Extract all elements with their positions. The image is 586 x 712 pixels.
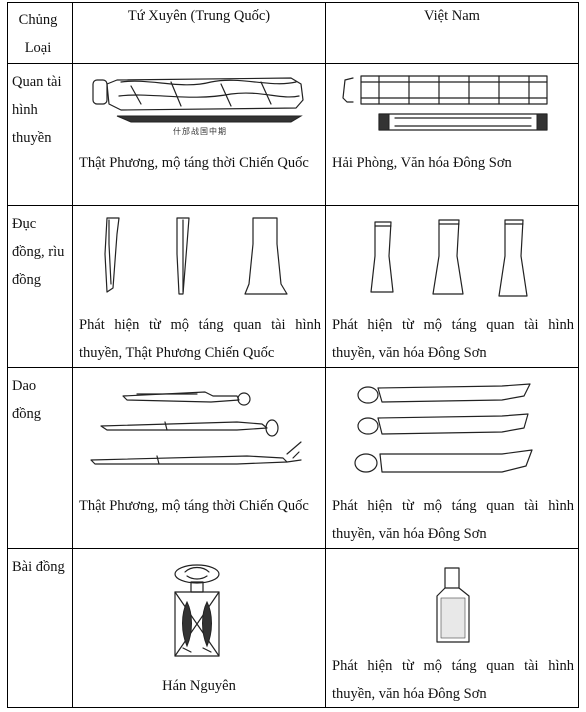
- row2-vietnam-caption: Phát hiện từ mộ táng quan tài hình thuyề…: [332, 317, 574, 361]
- vietnam-plaque-drawing: [436, 567, 470, 643]
- header-type-label: Chủng Loại: [18, 12, 58, 56]
- china-chisel-axe-drawing: [104, 217, 288, 295]
- header-vietnam-label: Việt Nam: [424, 8, 480, 24]
- row4-type-label: Bài đồng: [12, 559, 65, 575]
- row4-vietnam-cell: [325, 548, 579, 708]
- vietnam-knife-drawing: [354, 383, 533, 473]
- row3-vietnam-caption: Phát hiện từ mộ táng quan tài hình thuyề…: [332, 498, 574, 542]
- comparison-table: Chủng Loại Tứ Xuyên (Trung Quốc) Việt Na…: [7, 2, 579, 708]
- row3-china-caption: Thật Phương, mộ táng thời Chiến Quốc: [79, 498, 309, 514]
- china-boat-coffin-image-caption: 什邡战国中期: [173, 127, 227, 136]
- china-plaque-drawing: [174, 564, 220, 657]
- row2-type-label: Đục đồng, rìu đồng: [12, 216, 65, 288]
- row4-vietnam-caption: Phát hiện từ mộ táng quan tài hình thuyề…: [332, 658, 574, 702]
- vietnam-chisel-axe-drawing: [370, 219, 528, 297]
- row1-china-caption: Thật Phương, mộ táng thời Chiến Quốc: [79, 155, 309, 171]
- row2-china-caption: Phát hiện từ mộ táng quan tài hình thuyề…: [79, 317, 321, 361]
- row4-china-caption: Hán Nguyên: [162, 678, 236, 694]
- row3-type-label: Dao đồng: [12, 378, 41, 422]
- vietnam-boat-coffin-drawing: [342, 75, 548, 131]
- header-china-label: Tứ Xuyên (Trung Quốc): [127, 8, 271, 24]
- row1-vietnam-caption: Hải Phòng, Văn hóa Đông Sơn: [332, 155, 512, 171]
- china-knife-drawing: [90, 391, 302, 465]
- china-boat-coffin-drawing: [92, 77, 304, 123]
- row1-type-label: Quan tài hình thuyền: [12, 74, 62, 146]
